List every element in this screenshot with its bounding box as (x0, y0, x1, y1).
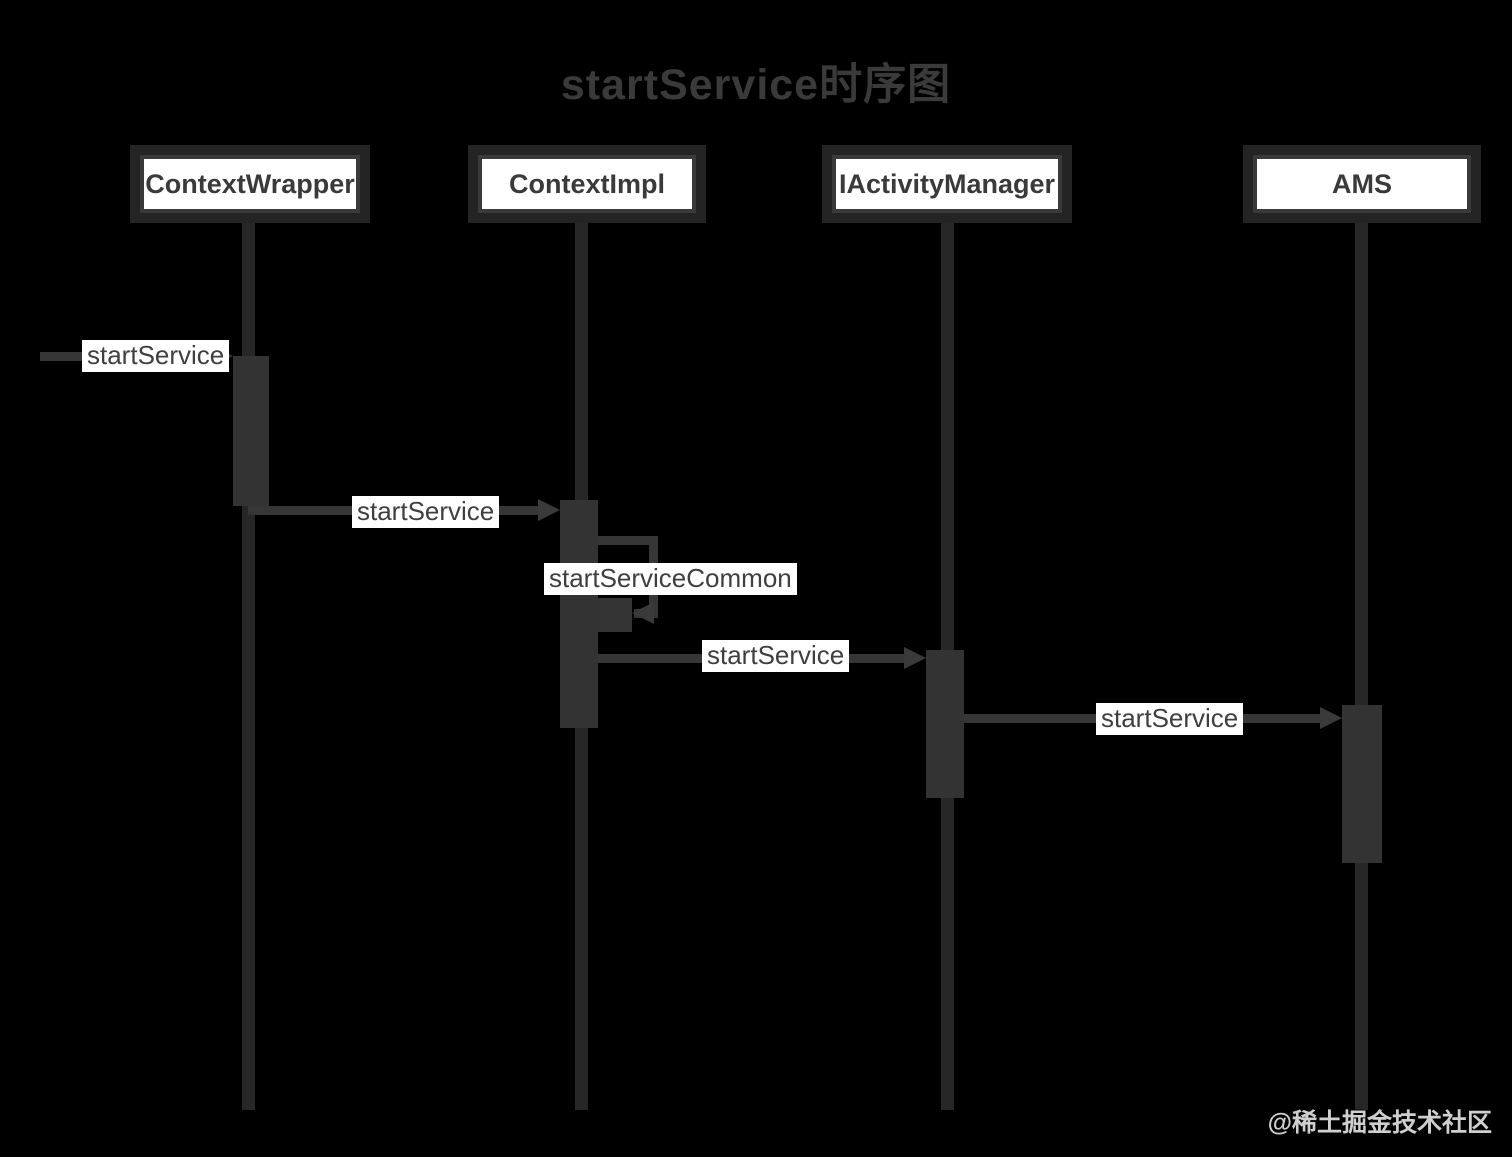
participant-label: IActivityManager (838, 168, 1056, 199)
arrow-right-icon (538, 499, 560, 521)
message-label-start-service-common: startServiceCommon (544, 563, 797, 595)
participant-box-iactivitymanager: IActivityManager (832, 155, 1062, 213)
participant-box-contextwrapper: ContextWrapper (140, 155, 360, 213)
watermark-text: @稀土掘金技术社区 (1267, 1109, 1492, 1137)
message-label-start-service-2: startService (352, 496, 500, 528)
activation-iactivitymanager (926, 650, 964, 798)
activation-contextwrapper (233, 356, 269, 506)
message-label-start-service-1: startService (82, 340, 230, 372)
participant-box-contextimpl: ContextImpl (478, 155, 696, 213)
activation-ams (1342, 705, 1382, 863)
self-message-line-top (598, 536, 658, 545)
participant-box-ams: AMS (1253, 155, 1471, 213)
diagram-title: startService时序图 (560, 61, 952, 109)
participant-label: ContextWrapper (145, 168, 355, 199)
message-label-start-service-4: startService (1096, 703, 1244, 735)
arrow-right-icon (904, 647, 926, 669)
message-label-start-service-3: startService (702, 640, 850, 672)
participant-label: AMS (1332, 168, 1392, 199)
participant-label: ContextImpl (508, 168, 665, 199)
lifeline-ams (1355, 213, 1368, 1110)
lifeline-contextwrapper (242, 213, 255, 1110)
activation-contextimpl (560, 500, 598, 728)
arrow-right-icon (1320, 707, 1342, 729)
activation-contextimpl-nested (598, 598, 632, 632)
arrow-left-icon (632, 602, 654, 624)
